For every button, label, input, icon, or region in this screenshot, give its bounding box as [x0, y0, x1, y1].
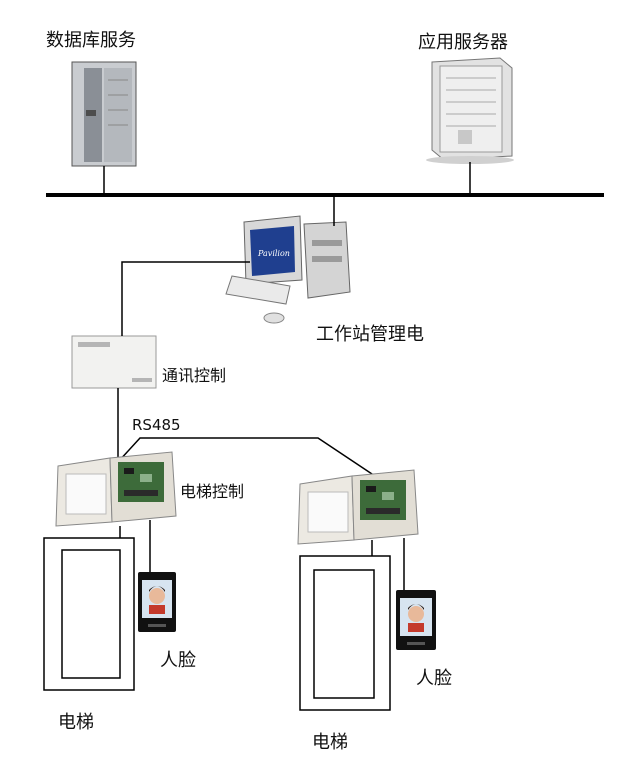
face-terminal-right-label: 人脸 [416, 668, 452, 689]
workstation-icon: Pavilion [225, 215, 351, 324]
database-server-icon [71, 61, 137, 167]
rs485-bus [117, 437, 379, 479]
elevator-left-label: 电梯 [58, 712, 94, 733]
database-server-label: 数据库服务 [46, 30, 136, 51]
app-server-icon [426, 57, 514, 164]
workstation-comm-link [121, 261, 250, 336]
app-server-label: 应用服务器 [418, 32, 508, 53]
face-terminal-left-icon [138, 572, 176, 632]
svg-text:Pavilion: Pavilion [257, 249, 290, 258]
comm-controller-label: 通讯控制 [162, 366, 227, 385]
elevator-left-icon [43, 537, 135, 691]
workstation-label: 工作站管理电 [316, 324, 424, 345]
face-terminal-right-icon [396, 590, 436, 650]
elevator-right-icon [299, 555, 391, 711]
elevator-controller-left-icon [55, 451, 177, 527]
elevator-controller-right-icon [297, 469, 419, 545]
elevator-controller-label: 电梯控制 [180, 482, 245, 501]
rs485-label: RS485 [132, 416, 181, 434]
elevator-right-label: 电梯 [312, 732, 348, 753]
comm-controller-icon [71, 335, 157, 389]
face-terminal-left-label: 人脸 [160, 650, 196, 671]
